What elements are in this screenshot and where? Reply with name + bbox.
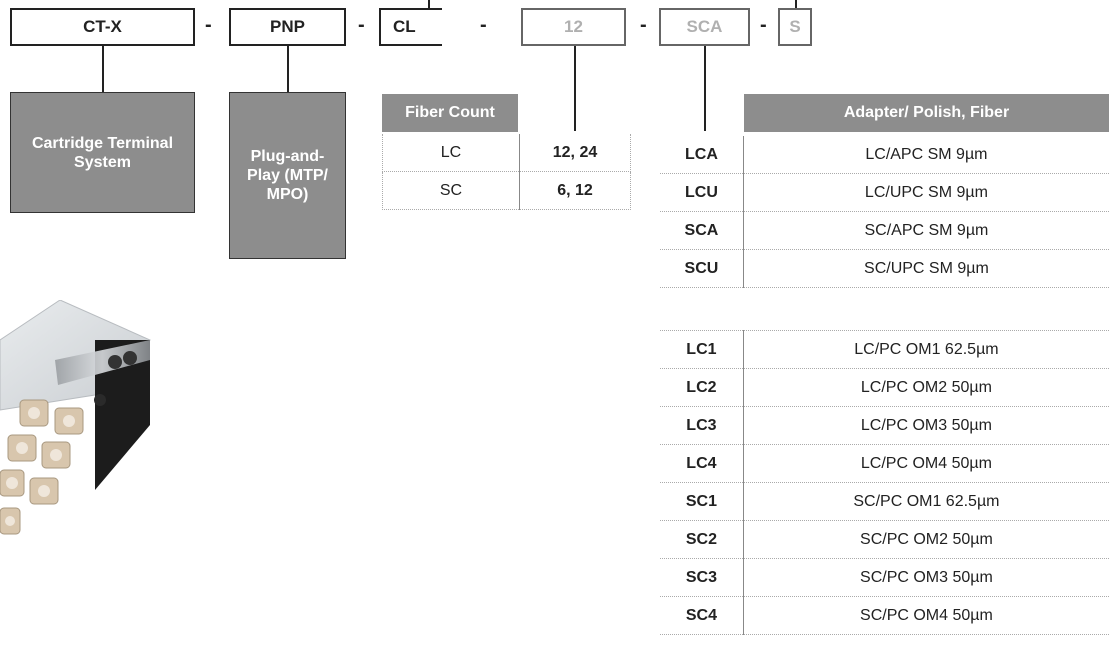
ct-x-description-box: Cartridge Terminal System [10,92,195,213]
adapter-code: SCU [660,249,744,288]
separator-dash: - [760,14,767,36]
code-segment-pnp: PNP [229,8,346,46]
connector-line [428,0,430,8]
code-segment-adapter: SCA [659,8,750,46]
adapter-description: LC/UPC SM 9µm [743,173,1109,212]
adapter-description: SC/PC OM1 62.5µm [743,482,1109,521]
pnp-description-box: Plug-and-Play (MTP/ MPO) [229,92,346,259]
adapter-code: LCA [660,136,744,174]
connector-line [287,46,289,92]
separator-dash: - [205,14,212,36]
adapter-code: LC3 [660,406,744,445]
connector-line [795,0,797,8]
adapter-code: SC3 [660,558,744,597]
code-segment-cl: CL [379,8,442,46]
adapter-code: SCA [660,211,744,250]
ct-x-description: Cartridge Terminal System [31,134,174,171]
adapter-description: LC/APC SM 9µm [743,136,1109,174]
code-segment-s: S [778,8,812,46]
cartridge-product-image [0,300,200,560]
adapter-description: SC/UPC SM 9µm [743,249,1109,288]
adapter-code: LC2 [660,368,744,407]
table-row: SC 6, 12 [382,171,631,210]
adapter-description: SC/PC OM2 50µm [743,520,1109,559]
fiber-count-header: Fiber Count [382,94,518,132]
adapter-header: Adapter/ Polish, Fiber [744,94,1109,132]
adapter-code: SC1 [660,482,744,521]
table-row: LC 12, 24 [382,134,631,172]
connector-type: LC [382,134,520,172]
separator-dash: - [480,14,487,36]
fiber-count-values: 6, 12 [519,171,631,210]
connector-line [102,46,104,92]
adapter-description: SC/PC OM4 50µm [743,596,1109,635]
cartridge-product-illustration [0,300,151,535]
adapter-description: LC/PC OM3 50µm [743,406,1109,445]
adapter-description: SC/PC OM3 50µm [743,558,1109,597]
connector-type: SC [382,171,520,210]
connector-line [704,46,706,131]
adapter-description: LC/PC OM1 62.5µm [743,330,1109,369]
code-segment-fiber-count: 12 [521,8,626,46]
separator-dash: - [640,14,647,36]
pnp-description: Plug-and-Play (MTP/ MPO) [247,148,328,203]
fiber-count-values: 12, 24 [519,134,631,172]
adapter-code: SC4 [660,596,744,635]
code-segment-ct-x: CT-X [10,8,195,46]
adapter-code: LC4 [660,444,744,483]
fiber-count-table: LC 12, 24 SC 6, 12 [382,134,631,210]
adapter-description: LC/PC OM2 50µm [743,368,1109,407]
separator-dash: - [358,14,365,36]
adapter-description: SC/APC SM 9µm [743,211,1109,250]
adapter-code: SC2 [660,520,744,559]
connector-line [574,46,576,131]
adapter-code: LC1 [660,330,744,369]
adapter-description: LC/PC OM4 50µm [743,444,1109,483]
adapter-code: LCU [660,173,744,212]
